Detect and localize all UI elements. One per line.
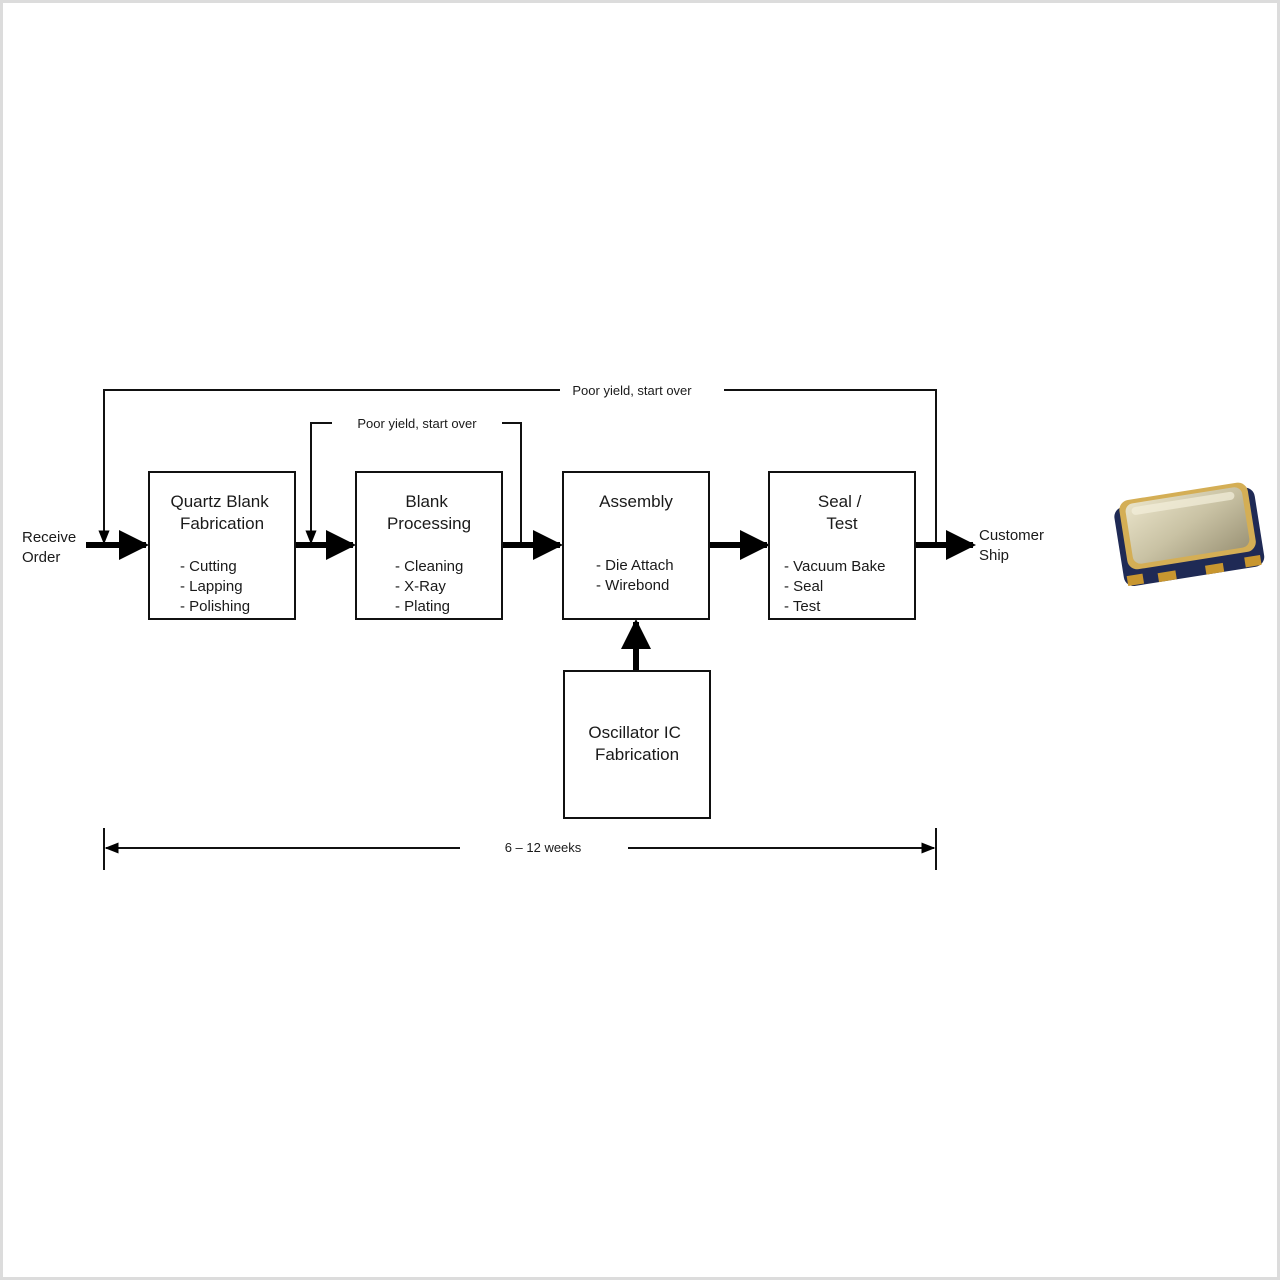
feedback-loop-inner: Poor yield, start over [305,416,522,545]
crystal-oscillator-package-image [1114,482,1265,586]
stage-assembly: Assembly - Die Attach - Wirebond [562,471,710,620]
customer-ship-label: Customer Ship [979,527,1048,564]
stage-items: - Vacuum Bake - Seal - Test [784,558,890,615]
duration-span: 6 – 12 weeks [103,828,937,870]
stage-title: Quartz Blank Fabrication [171,492,274,533]
stage-title: Seal / Test [818,492,866,533]
stage-oscillator-ic-fabrication: Oscillator IC Fabrication [563,670,711,819]
flow-arrows [86,530,976,671]
stage-quartz-blank-fabrication: Quartz Blank Fabrication - Cutting - Lap… [148,471,296,620]
feedback-inner-label: Poor yield, start over [357,416,477,431]
stage-title: Blank Processing [387,492,471,533]
feedback-loop-outer: Poor yield, start over [98,383,937,545]
stage-items: - Die Attach - Wirebond [596,557,678,594]
stage-title: Assembly [599,492,673,511]
stage-seal-test: Seal / Test - Vacuum Bake - Seal - Test [768,471,916,620]
stage-items: - Cleaning - X-Ray - Plating [395,558,468,615]
stage-title: Oscillator IC Fabrication [588,723,685,764]
feedback-outer-label: Poor yield, start over [572,383,692,398]
receive-order-label: Receive Order [22,529,80,566]
stage-blank-processing: Blank Processing - Cleaning - X-Ray - Pl… [355,471,503,620]
stage-items: - Cutting - Lapping - Polishing [180,558,250,615]
duration-label: 6 – 12 weeks [505,840,582,855]
